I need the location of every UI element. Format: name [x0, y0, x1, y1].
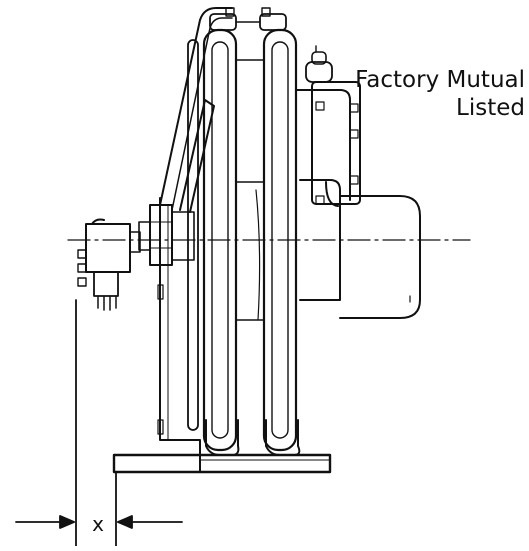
flange-feet [205, 419, 301, 456]
hub-flange [138, 204, 195, 266]
top-bolt-caps [209, 7, 287, 31]
mounting-bracket [157, 197, 201, 456]
reel-drum [235, 59, 265, 321]
listing-caption: Factory Mutual Listed [305, 66, 525, 122]
caption-line-2: Listed [456, 95, 525, 121]
swivel-inlet-fitting [77, 218, 141, 311]
base-plate [112, 453, 332, 474]
cable-gland [305, 45, 333, 83]
motor-housing [295, 81, 421, 319]
caption-line-1: Factory Mutual [355, 67, 525, 93]
dimension-label: x [92, 512, 104, 536]
left-reel-disc [187, 39, 199, 431]
support-arm [159, 7, 233, 213]
dimension-x-indicator [15, 299, 183, 547]
